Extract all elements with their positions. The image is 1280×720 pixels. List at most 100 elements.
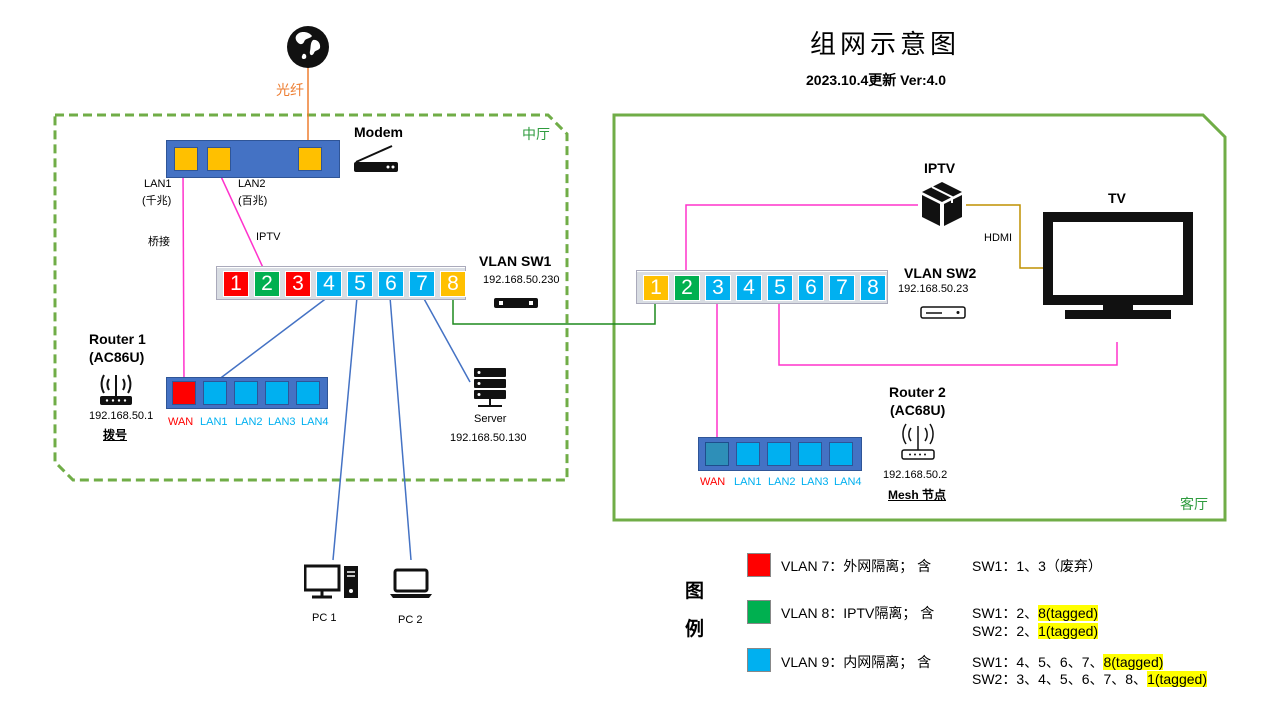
modem-lan2-speed: (百兆) [238, 195, 268, 207]
iptv-wire-modem [217, 169, 266, 273]
modem-lan1-label: LAN1 [144, 178, 172, 190]
sw2-port-2[interactable]: 2 [674, 275, 700, 301]
sw2-ip: 192.168.50.23 [898, 283, 969, 295]
fiber-label: 光纤 [276, 82, 304, 98]
bridge-label: 桥接 [148, 236, 170, 248]
router1-wifi-icon [100, 374, 132, 405]
sw1-port-2[interactable]: 2 [254, 271, 280, 297]
router1-wan-label: WAN [168, 416, 194, 428]
legend-vlan8-label: VLAN 8：IPTV隔离； 含 [781, 605, 935, 621]
sw1-port-6[interactable]: 6 [378, 271, 404, 297]
legend-vlan9-sw1: SW1：4、5、6、7、8(tagged) [972, 654, 1164, 670]
iptv-link-label: IPTV [256, 231, 281, 243]
room-border-left [53, 113, 569, 482]
lan-wire-pc2 [389, 296, 412, 561]
sw2-port-5[interactable]: 5 [767, 275, 793, 301]
page-title: 组网示意图 [810, 30, 961, 60]
page-subtitle: 2023.10.4更新 Ver:4.0 [806, 72, 947, 88]
bridge-wire [182, 169, 185, 383]
lan-wire-pc1 [332, 296, 358, 561]
sw2-port-7[interactable]: 7 [829, 275, 855, 301]
modem-icon [354, 145, 398, 172]
legend-vlan9-label: VLAN 9：内网隔离； 含 [781, 654, 932, 670]
legend-vlan8-sw2-tag: 1(tagged) [1038, 623, 1099, 639]
router2-lan3-port[interactable] [798, 442, 822, 466]
modem-lan1-speed: (千兆) [142, 195, 172, 207]
router1-lan2-port[interactable] [234, 381, 258, 405]
router2-ip: 192.168.50.2 [883, 469, 948, 481]
sw2-name: VLAN SW2 [904, 265, 977, 281]
legend-title-2: 例 [685, 619, 705, 640]
sw2-port-3[interactable]: 3 [705, 275, 731, 301]
legend-swatch-vlan7 [747, 553, 771, 577]
vlan-sw1: 1 2 3 4 5 6 7 8 [216, 266, 466, 300]
router2-model: (AC68U) [890, 402, 946, 418]
router1-lan1-label: LAN1 [200, 416, 228, 428]
legend-vlan8-sw2: SW2：2、1(tagged) [972, 623, 1099, 639]
sw2-port-8[interactable]: 8 [860, 275, 886, 301]
sw1-port-5[interactable]: 5 [347, 271, 373, 297]
router2-ports [698, 437, 862, 471]
router2-lan3-label: LAN3 [801, 476, 829, 488]
router1-model: (AC86U) [89, 349, 145, 365]
router2-wifi-icon [901, 423, 935, 460]
lan-wire-router [217, 296, 329, 381]
legend-title-1: 图 [685, 581, 705, 602]
tv-name: TV [1108, 190, 1126, 206]
sw2-port-4[interactable]: 4 [736, 275, 762, 301]
iptv-wire-box [685, 204, 918, 276]
trunk-wire [452, 297, 656, 325]
sw1-name: VLAN SW1 [479, 253, 552, 269]
router2-wan-label: WAN [700, 476, 726, 488]
router1-lan4-label: LAN4 [301, 416, 329, 428]
router2-lan4-label: LAN4 [834, 476, 862, 488]
router2-lan1-label: LAN1 [734, 476, 762, 488]
sw1-port-8[interactable]: 8 [440, 271, 466, 297]
sw2-port-1[interactable]: 1 [643, 275, 669, 301]
router1-wan-port[interactable] [172, 381, 196, 405]
router2-lan1-port[interactable] [736, 442, 760, 466]
router1-mode: 拨号 [103, 428, 128, 442]
router1-ports [166, 377, 328, 409]
server-ip: 192.168.50.130 [450, 432, 527, 444]
modem-body [166, 140, 340, 178]
sw1-port-7[interactable]: 7 [409, 271, 435, 297]
pc1-icon [304, 564, 358, 599]
legend-vlan9-sw2-tag: 1(tagged) [1147, 671, 1207, 687]
modem-fiber-port[interactable] [298, 147, 322, 171]
router2-mode: Mesh 节点 [888, 488, 947, 502]
router1-name: Router 1 [89, 331, 146, 347]
sw1-port-3[interactable]: 3 [285, 271, 311, 297]
router1-lan2-label: LAN2 [235, 416, 263, 428]
sw2-port-6[interactable]: 6 [798, 275, 824, 301]
router2-lan2-port[interactable] [767, 442, 791, 466]
modem-lan2-label: LAN2 [238, 178, 266, 190]
router2-name: Router 2 [889, 384, 946, 400]
modem-lan1-port[interactable] [174, 147, 198, 171]
vlan-sw2: 1 2 3 4 5 6 7 8 [636, 270, 888, 304]
sw1-port-1[interactable]: 1 [223, 271, 249, 297]
room-label-right: 客厅 [1180, 496, 1208, 512]
lan-wire-tv [778, 300, 1118, 366]
legend-vlan9-sw2: SW2：3、4、5、6、7、8、1(tagged) [972, 671, 1207, 687]
tv-icon [1043, 212, 1193, 319]
pc2-laptop-icon [390, 568, 432, 598]
switch2-icon [920, 306, 966, 319]
router1-lan4-port[interactable] [296, 381, 320, 405]
sw1-ip: 192.168.50.230 [483, 274, 560, 286]
sw1-port-4[interactable]: 4 [316, 271, 342, 297]
room-label-left: 中厅 [522, 126, 550, 142]
lan-wire-server [422, 296, 471, 383]
pc1-label: PC 1 [312, 612, 337, 624]
modem-name: Modem [354, 124, 403, 140]
router2-wan-port[interactable] [705, 442, 729, 466]
legend-vlan7-sw1: SW1：1、3（废弃） [972, 558, 1102, 574]
router1-lan1-port[interactable] [203, 381, 227, 405]
server-icon [474, 368, 506, 407]
server-name: Server [474, 413, 507, 425]
modem-lan2-port[interactable] [207, 147, 231, 171]
hdmi-wire [966, 204, 1044, 269]
router2-lan4-port[interactable] [829, 442, 853, 466]
router1-lan3-port[interactable] [265, 381, 289, 405]
